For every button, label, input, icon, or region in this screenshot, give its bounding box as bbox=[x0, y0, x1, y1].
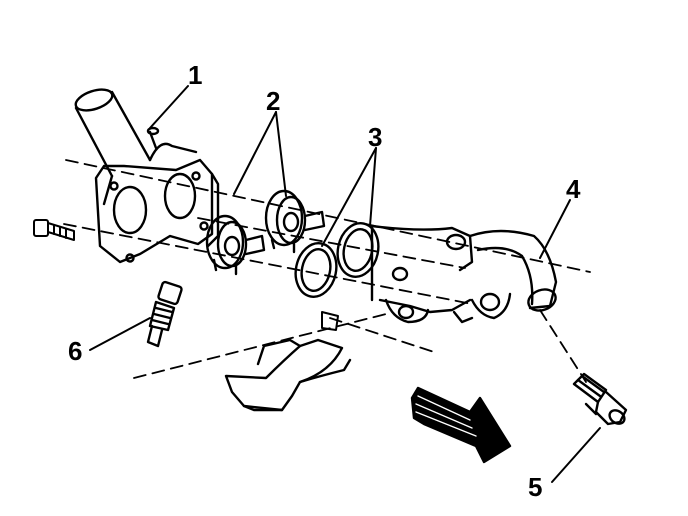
callout-5: 5 bbox=[528, 472, 543, 502]
callout-4: 4 bbox=[566, 174, 581, 204]
part-1-housing-flange bbox=[74, 88, 220, 264]
callout-2: 2 bbox=[266, 86, 281, 116]
part-6-sensor bbox=[146, 280, 183, 348]
assembly-centerlines bbox=[63, 159, 591, 383]
mounting-bracket bbox=[224, 338, 352, 412]
part-3-seal-rings bbox=[294, 222, 380, 298]
part-5-fitting bbox=[572, 372, 628, 426]
part-4-outlet-housing bbox=[370, 224, 558, 324]
callout-1: 1 bbox=[188, 60, 203, 90]
callout-3: 3 bbox=[368, 122, 383, 152]
callout-6: 6 bbox=[68, 336, 83, 366]
part-2-valve-assemblies bbox=[205, 189, 326, 276]
leader-lines bbox=[89, 85, 601, 483]
part-bolt-left bbox=[33, 219, 75, 241]
direction-arrow-icon bbox=[410, 386, 512, 464]
housing-gasket bbox=[321, 311, 339, 331]
